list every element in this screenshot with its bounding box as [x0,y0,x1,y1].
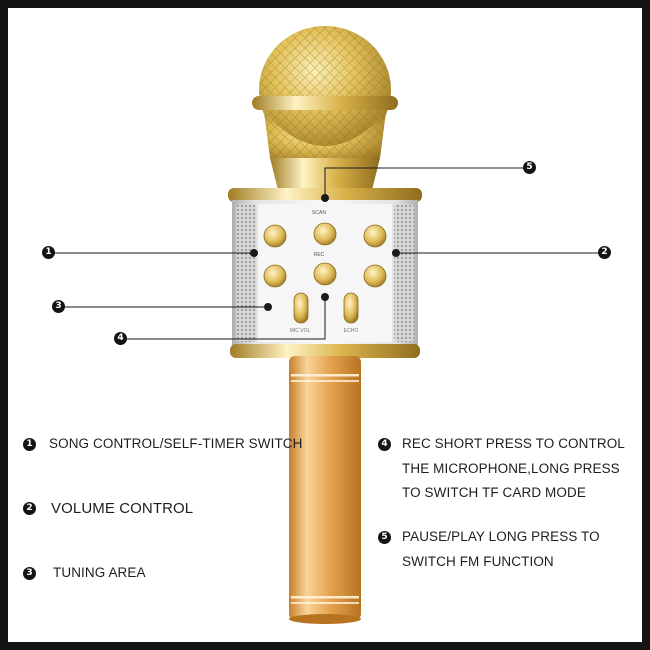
legend-item-3: 3 TUNING AREA [23,565,223,585]
control-buttons: SCAN REC MIC VOL ECHO [263,210,387,334]
legend-number-4: 4 [378,438,391,451]
callout-badge-3: 3 [52,300,65,313]
svg-text:MIC VOL: MIC VOL [290,328,311,334]
svg-text:REC: REC [314,252,325,258]
legend-number-5: 5 [378,531,391,544]
product-infographic: SCAN REC MIC VOL ECHO 1 [8,8,642,642]
callout-badge-2: 2 [598,246,611,259]
callout-badge-1: 1 [42,246,55,259]
legend-item-2: 2 VOLUME CONTROL [23,500,253,520]
svg-text:SCAN: SCAN [312,210,326,216]
legend-text-4: REC SHORT PRESS TO CONTROL THE MICROPHON… [402,436,625,500]
callout-badge-4: 4 [114,332,127,345]
legend-item-4: 4 REC SHORT PRESS TO CONTROL THE MICROPH… [378,432,640,508]
mic-handle [289,356,361,624]
callout-badge-5: 5 [523,161,536,174]
svg-text:ECHO: ECHO [344,328,359,334]
legend-item-1: 1 SONG CONTROL/SELF-TIMER SWITCH [23,436,302,456]
legend-number-2: 2 [23,502,36,515]
legend-number-1: 1 [23,438,36,451]
callout-leader-lines [49,167,604,340]
legend-number-3: 3 [23,567,36,580]
legend-text-2: VOLUME CONTROL [51,500,194,517]
karaoke-microphone-illustration: SCAN REC MIC VOL ECHO [49,26,604,624]
legend-text-3: TUNING AREA [53,565,146,580]
legend-text-1: SONG CONTROL/SELF-TIMER SWITCH [49,436,303,451]
mic-head [252,26,398,166]
legend-item-5: 5 PAUSE/PLAY LONG PRESS TO SWITCH FM FUN… [378,525,640,577]
legend-text-5: PAUSE/PLAY LONG PRESS TO SWITCH FM FUNCT… [402,529,600,569]
